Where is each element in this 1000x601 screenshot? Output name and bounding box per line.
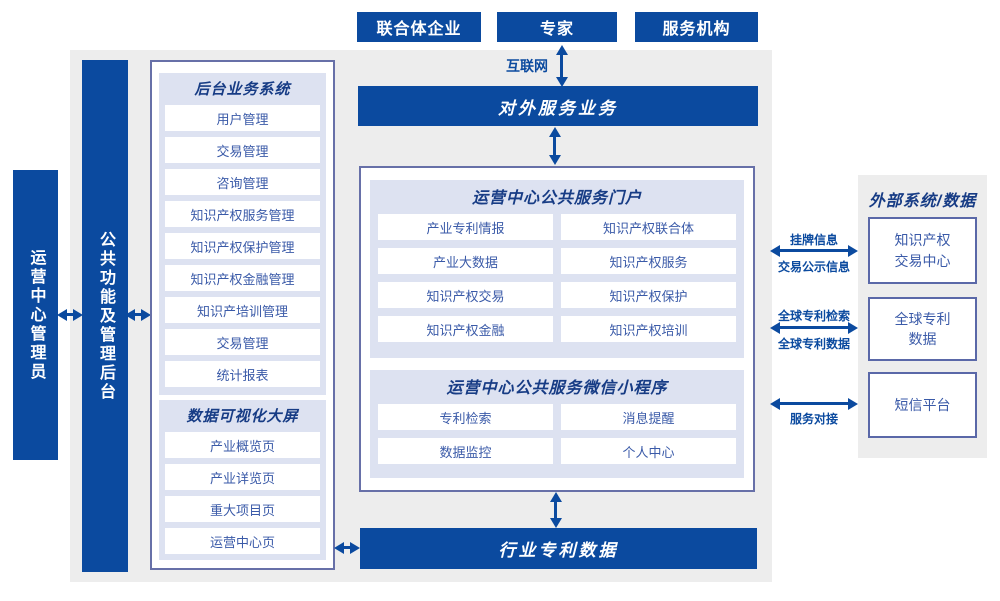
left-systems-box: 后台业务系统 用户管理 交易管理 咨询管理 知识产权服务管理 知识产权保护管理 … xyxy=(150,60,335,570)
list-item: 运营中心页 xyxy=(165,528,320,554)
external-systems-panel: 外部系统/数据 知识产权 交易中心 全球专利 数据 短信平台 xyxy=(858,175,987,458)
link-label-global-patent-data: 全球专利数据 xyxy=(777,337,850,351)
list-item: 专利检索 xyxy=(378,404,553,430)
public-functions-backend-bar: 公共功能及管理后台 xyxy=(82,60,128,572)
list-item: 产业详览页 xyxy=(165,464,320,490)
list-item: 数据监控 xyxy=(378,438,553,464)
public-service-portal-title: 运营中心公共服务门户 xyxy=(471,190,642,207)
list-item: 知识产权联合体 xyxy=(561,214,736,240)
list-item: 知识产培训管理 xyxy=(165,297,320,323)
center-services-box: 运营中心公共服务门户 产业专利情报 知识产权联合体 产业大数据 知识产权服务 知… xyxy=(359,166,755,492)
arrow-internet-to-external-service xyxy=(560,54,563,78)
list-item: 产业大数据 xyxy=(378,248,553,274)
entity-experts: 专家 xyxy=(497,12,617,42)
arrow-to-ip-trading-center xyxy=(779,249,849,252)
arrow-left-box-to-industry-data xyxy=(343,546,351,549)
list-item: 知识产权保护 xyxy=(561,282,736,308)
data-visualization-items: 产业概览页 产业详览页 重大项目页 运营中心页 xyxy=(165,432,320,554)
link-label-transaction-publicity: 交易公示信息 xyxy=(777,260,850,274)
backend-business-system-title: 后台业务系统 xyxy=(194,81,291,98)
list-item: 交易管理 xyxy=(165,137,320,163)
public-service-portal-section: 运营中心公共服务门户 产业专利情报 知识产权联合体 产业大数据 知识产权服务 知… xyxy=(370,180,744,358)
data-visualization-section: 数据可视化大屏 产业概览页 产业详览页 重大项目页 运营中心页 xyxy=(159,400,326,560)
external-systems-title: 外部系统/数据 xyxy=(868,193,977,210)
entity-service-organizations: 服务机构 xyxy=(635,12,758,42)
link-label-global-patent-search: 全球专利检索 xyxy=(777,309,850,323)
external-service-bar: 对外服务业务 xyxy=(358,86,758,126)
list-item: 用户管理 xyxy=(165,105,320,131)
list-item: 交易管理 xyxy=(165,329,320,355)
public-service-portal-items: 产业专利情报 知识产权联合体 产业大数据 知识产权服务 知识产权交易 知识产权保… xyxy=(378,214,736,342)
backend-business-system-items: 用户管理 交易管理 咨询管理 知识产权服务管理 知识产权保护管理 知识产权金融管… xyxy=(165,105,320,389)
link-label-listing-info: 挂牌信息 xyxy=(789,233,838,247)
list-item: 消息提醒 xyxy=(561,404,736,430)
global-patent-data-box: 全球专利 数据 xyxy=(868,297,977,361)
wechat-miniprogram-title: 运营中心公共服务微信小程序 xyxy=(446,380,668,397)
internet-label: 互联网 xyxy=(506,58,548,74)
list-item: 产业概览页 xyxy=(165,432,320,458)
arrow-backend-to-left-box xyxy=(134,313,142,316)
list-item: 产业专利情报 xyxy=(378,214,553,240)
list-item: 重大项目页 xyxy=(165,496,320,522)
backend-business-system-section: 后台业务系统 用户管理 交易管理 咨询管理 知识产权服务管理 知识产权保护管理 … xyxy=(159,73,326,395)
ip-trading-center-box: 知识产权 交易中心 xyxy=(868,217,977,284)
arrow-to-sms-platform xyxy=(779,402,849,405)
list-item: 知识产权服务 xyxy=(561,248,736,274)
list-item: 知识产权服务管理 xyxy=(165,201,320,227)
list-item: 知识产权保护管理 xyxy=(165,233,320,259)
arrow-to-global-patent-data xyxy=(779,326,849,329)
list-item: 知识产权金融 xyxy=(378,316,553,342)
wechat-miniprogram-section: 运营中心公共服务微信小程序 专利检索 消息提醒 数据监控 个人中心 xyxy=(370,370,744,478)
sms-platform-box: 短信平台 xyxy=(868,372,977,438)
list-item: 知识产权金融管理 xyxy=(165,265,320,291)
data-visualization-title: 数据可视化大屏 xyxy=(186,408,299,425)
list-item: 咨询管理 xyxy=(165,169,320,195)
link-label-service-connection: 服务对接 xyxy=(789,412,838,426)
arrow-external-service-to-portal xyxy=(553,136,556,156)
list-item: 知识产权培训 xyxy=(561,316,736,342)
list-item: 个人中心 xyxy=(561,438,736,464)
arrow-portal-to-industry-data xyxy=(554,501,557,519)
list-item: 统计报表 xyxy=(165,361,320,387)
wechat-miniprogram-items: 专利检索 消息提醒 数据监控 个人中心 xyxy=(378,404,736,464)
industry-patent-data-bar: 行业专利数据 xyxy=(360,528,757,569)
arrow-admin-to-backend xyxy=(66,313,74,316)
operations-center-admin-box: 运营中心管理员 xyxy=(13,170,58,460)
entity-consortium-enterprises: 联合体企业 xyxy=(357,12,481,42)
list-item: 知识产权交易 xyxy=(378,282,553,308)
